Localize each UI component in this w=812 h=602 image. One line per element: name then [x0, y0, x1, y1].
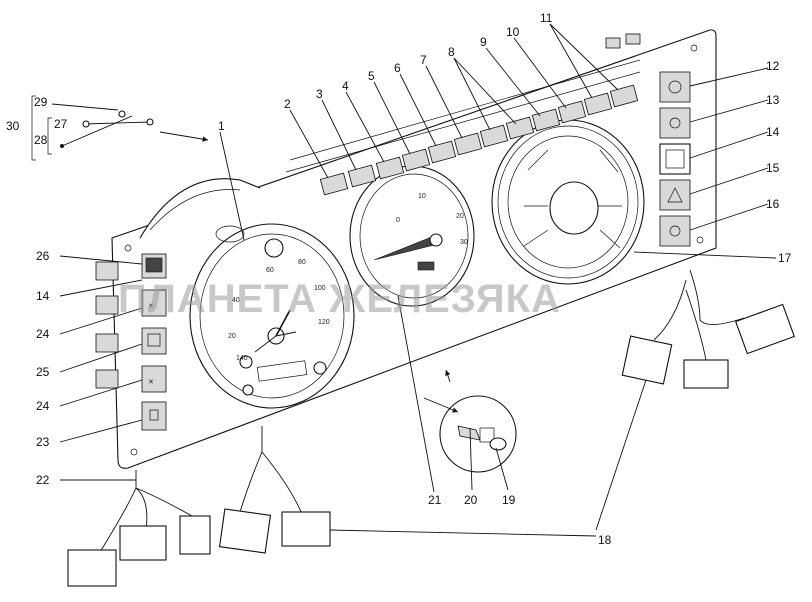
fault-cross-icon: ✕ [148, 379, 154, 386]
leader-lines [59, 23, 777, 537]
wiring-harness [67, 269, 796, 587]
callout-22: 22 [36, 473, 50, 487]
switch-15[interactable] [659, 179, 691, 211]
callout-4: 4 [342, 79, 349, 93]
warning-triangle-icon [667, 187, 683, 203]
gauge-tick-label: 0 [396, 217, 400, 224]
fan-icon [669, 225, 681, 237]
harness-connector [179, 515, 211, 555]
callout-29: 29 [34, 95, 48, 109]
callout-24: 24 [36, 327, 50, 341]
callout-12: 12 [766, 59, 780, 73]
callout-15: 15 [766, 161, 780, 175]
switch-23[interactable] [141, 401, 167, 431]
harness-connector [683, 359, 729, 389]
indicator-lamp-icon [669, 117, 681, 129]
callout-9: 9 [480, 35, 487, 49]
switch-13[interactable] [659, 107, 691, 139]
callout-labels: 1 2 3 4 5 6 7 8 9 10 11 12 13 14 15 16 1… [6, 11, 792, 547]
headlight-icon [668, 80, 682, 94]
speedometer-gauge: 60 40 20 80 100 120 140 [189, 223, 355, 409]
callout-17: 17 [778, 251, 792, 265]
gauge-tick-label: 120 [318, 319, 330, 326]
watermark-text: ПЛАНЕТА ЖЕЛЕЗЯКА [118, 277, 561, 321]
side-bracket [95, 261, 119, 281]
callout-5: 5 [368, 69, 375, 83]
harness-connector [218, 508, 272, 554]
fuel-icon [149, 409, 159, 421]
callout-30: 30 [6, 119, 20, 133]
callout-7: 7 [420, 53, 427, 67]
gauge-tick-label: 20 [456, 213, 464, 220]
switch-16[interactable] [659, 215, 691, 247]
gauge-knob [264, 238, 284, 258]
left-switch-column: ✕ ✕ [141, 253, 167, 431]
callout-23: 23 [36, 435, 50, 449]
callout-13: 13 [766, 93, 780, 107]
heater-icon [147, 333, 161, 347]
harness-connector [67, 549, 117, 587]
switch-24[interactable] [141, 365, 167, 393]
side-bracket [95, 295, 119, 315]
callout-20: 20 [464, 493, 478, 507]
gauge-tick-label: 140 [236, 355, 248, 362]
side-bracket [95, 369, 119, 389]
right-switch-column [659, 71, 691, 247]
switch-25[interactable] [141, 327, 167, 355]
bulb-detail [423, 369, 517, 473]
callout-10: 10 [506, 25, 520, 39]
callout-24: 24 [36, 399, 50, 413]
callout-8: 8 [448, 45, 455, 59]
switch-12[interactable] [659, 71, 691, 103]
callout-28: 28 [34, 133, 48, 147]
callout-3: 3 [316, 87, 323, 101]
callout-27: 27 [54, 117, 68, 131]
fuse-detail [31, 95, 209, 161]
harness-connector [119, 525, 167, 561]
tachometer-gauge: 0 10 20 30 [349, 165, 475, 307]
callout-26: 26 [36, 249, 50, 263]
fault-cross-icon: ✕ [148, 303, 154, 310]
harness-connector [621, 335, 673, 385]
callout-25: 25 [36, 365, 50, 379]
callout-14: 14 [36, 289, 50, 303]
gauge-tick-label: 80 [298, 259, 306, 266]
gauge-tick-label: 100 [314, 285, 326, 292]
side-bracket [95, 333, 119, 353]
gauge-tick-label: 10 [418, 193, 426, 200]
gauge-tick-label: 20 [228, 333, 236, 340]
callout-11: 11 [540, 11, 553, 25]
callout-6: 6 [394, 61, 401, 75]
callout-19: 19 [502, 493, 516, 507]
callout-21: 21 [428, 493, 442, 507]
switch-14-left[interactable] [141, 289, 167, 317]
callout-2: 2 [284, 97, 291, 111]
gauge-tick-label: 40 [232, 297, 240, 304]
harness-connector [734, 303, 796, 355]
switch-14[interactable] [659, 143, 691, 175]
gauge-tick-label: 30 [460, 239, 468, 246]
callout-16: 16 [766, 197, 780, 211]
gauge-tick-label: 60 [266, 267, 274, 274]
callout-18: 18 [598, 533, 612, 547]
callout-14: 14 [766, 125, 780, 139]
combination-gauge [491, 119, 645, 285]
callout-1: 1 [218, 119, 225, 133]
harness-connector [281, 511, 331, 547]
